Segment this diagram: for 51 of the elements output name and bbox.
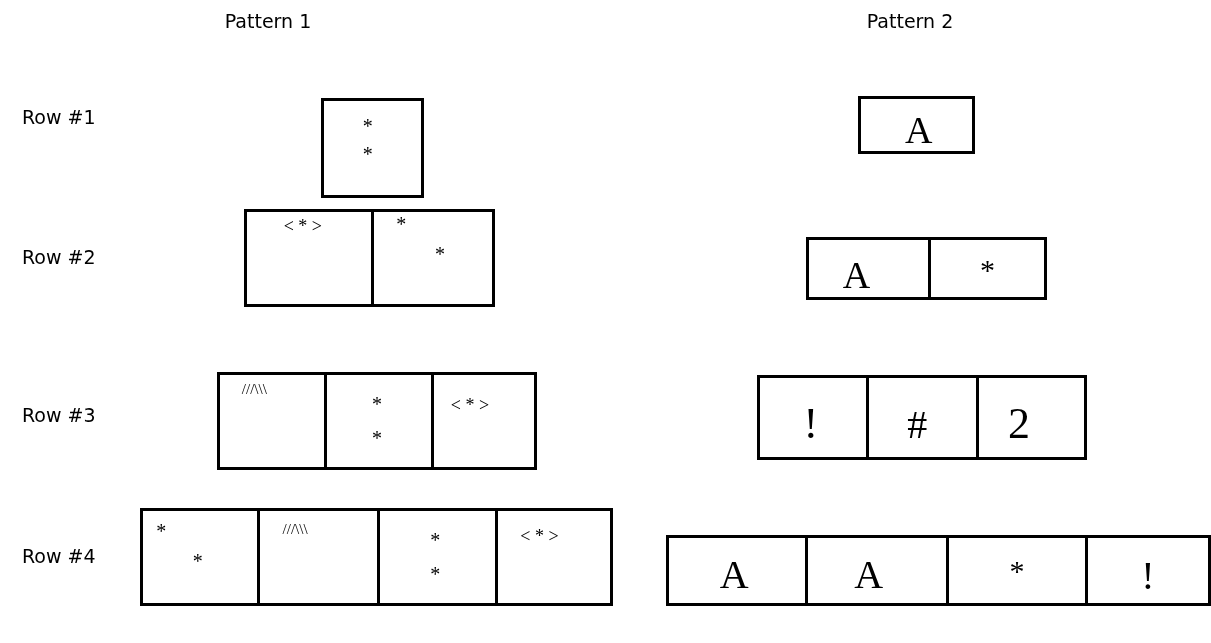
grid-cell <box>1085 535 1211 606</box>
grid-cell <box>858 96 975 154</box>
grid-cell <box>946 535 1088 606</box>
grid-cell <box>140 508 260 606</box>
symbol-text: A <box>842 256 871 295</box>
symbol-text: A <box>854 555 884 596</box>
symbol-text: < * > <box>520 526 559 545</box>
grid-cell <box>757 375 869 460</box>
row-label: Row #2 <box>22 246 96 268</box>
symbol-text: * <box>430 564 441 585</box>
grid-cell <box>495 508 613 606</box>
grid-cell <box>866 375 979 460</box>
symbol-text: ! <box>803 401 819 446</box>
symbol-text: * <box>362 143 373 164</box>
grid-cell <box>928 237 1047 300</box>
grid-cell <box>257 508 380 606</box>
grid-cell <box>217 372 327 470</box>
grid-cell <box>244 209 374 307</box>
symbol-text: # <box>907 405 928 446</box>
symbol-text: * <box>371 428 382 449</box>
grid-cell <box>431 372 537 470</box>
grid-cell <box>377 508 498 606</box>
grid-cell <box>976 375 1087 460</box>
column-heading: Pattern 1 <box>224 10 312 32</box>
symbol-text: * <box>362 116 373 137</box>
grid-cell <box>324 372 434 470</box>
symbol-text: < * > <box>450 396 490 415</box>
symbol-text: A <box>719 555 749 596</box>
symbol-text: * <box>371 393 382 414</box>
symbol-text: 2 <box>1007 401 1030 446</box>
row-label: Row #1 <box>22 106 96 128</box>
symbol-text: * <box>156 521 167 542</box>
symbol-text: ! <box>1141 555 1155 596</box>
grid-cell <box>371 209 495 307</box>
row-label: Row #4 <box>22 545 96 567</box>
symbol-text: < * > <box>283 216 322 235</box>
symbol-text: * <box>435 244 446 265</box>
grid-cell <box>806 237 931 300</box>
symbol-text: A <box>905 111 933 150</box>
symbol-text: ///\\\ <box>241 381 267 397</box>
symbol-text: * <box>430 529 441 550</box>
column-heading: Pattern 2 <box>866 10 954 32</box>
symbol-text: * <box>396 213 407 234</box>
symbol-text: * <box>1009 555 1025 586</box>
symbol-text: ///\\\ <box>282 521 308 537</box>
grid-cell <box>666 535 808 606</box>
grid-cell <box>805 535 949 606</box>
row-label: Row #3 <box>22 404 96 426</box>
grid-cell <box>321 98 424 198</box>
symbol-text: * <box>980 254 995 285</box>
symbol-text: * <box>192 550 203 571</box>
